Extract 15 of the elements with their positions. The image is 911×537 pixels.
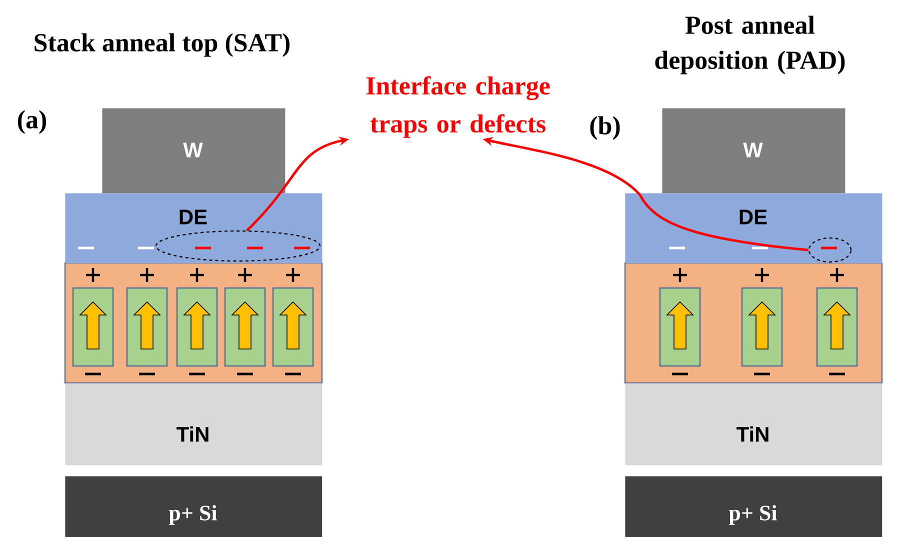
title: Post anneal deposition (PAD) — [655, 16, 845, 74]
layer-box: p+ Si — [625, 476, 882, 537]
layer-box: TiN — [65, 383, 322, 466]
panel-label: (b) — [590, 116, 620, 140]
layer-box: DE — [65, 193, 322, 264]
layer-box: DE — [625, 193, 882, 264]
callout-text: Interface charge traps or defects — [366, 76, 550, 138]
dashed-ellipse — [155, 230, 321, 262]
layer-box: TiN — [625, 383, 882, 466]
layer-box: W — [102, 108, 286, 194]
dashed-ellipse — [808, 237, 852, 263]
layer-box: W — [662, 108, 846, 194]
panel-label: (a) — [18, 110, 46, 134]
title: Stack anneal top (SAT) — [34, 33, 290, 57]
layer-box: p+ Si — [65, 476, 322, 537]
